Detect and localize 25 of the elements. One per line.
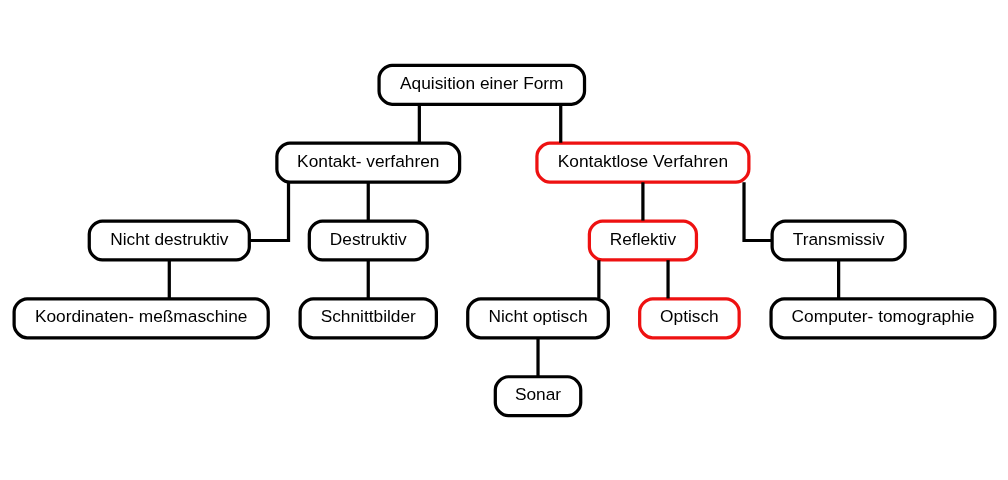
node-box: Sonar xyxy=(493,374,582,417)
node-box: Optisch xyxy=(637,296,741,339)
connector xyxy=(640,181,645,221)
node-box: Destruktiv xyxy=(307,218,429,262)
node-box: Nicht destruktiv xyxy=(87,218,251,262)
connector xyxy=(366,259,370,298)
connector xyxy=(248,181,290,242)
connector xyxy=(596,259,600,298)
connector xyxy=(558,103,562,143)
node-box: Transmissiv xyxy=(770,218,907,262)
node-box: Kontakt- verfahren xyxy=(274,141,461,184)
node-box: Schnittbilder xyxy=(298,296,438,339)
connector xyxy=(741,181,772,242)
connector xyxy=(665,259,670,298)
node-box: Nicht optisch xyxy=(465,296,610,339)
connector xyxy=(417,103,421,143)
connector xyxy=(366,181,370,221)
connector xyxy=(167,259,171,298)
node-box: Koordinaten- meßmaschine xyxy=(12,296,270,339)
node-box: Reflektiv xyxy=(587,218,698,262)
node-box: Computer- tomographie xyxy=(768,296,996,339)
node-box: Kontaktlose Verfahren xyxy=(534,141,750,184)
connector xyxy=(535,337,540,376)
connector xyxy=(836,259,840,298)
node-box: Aquisition einer Form xyxy=(376,63,586,106)
